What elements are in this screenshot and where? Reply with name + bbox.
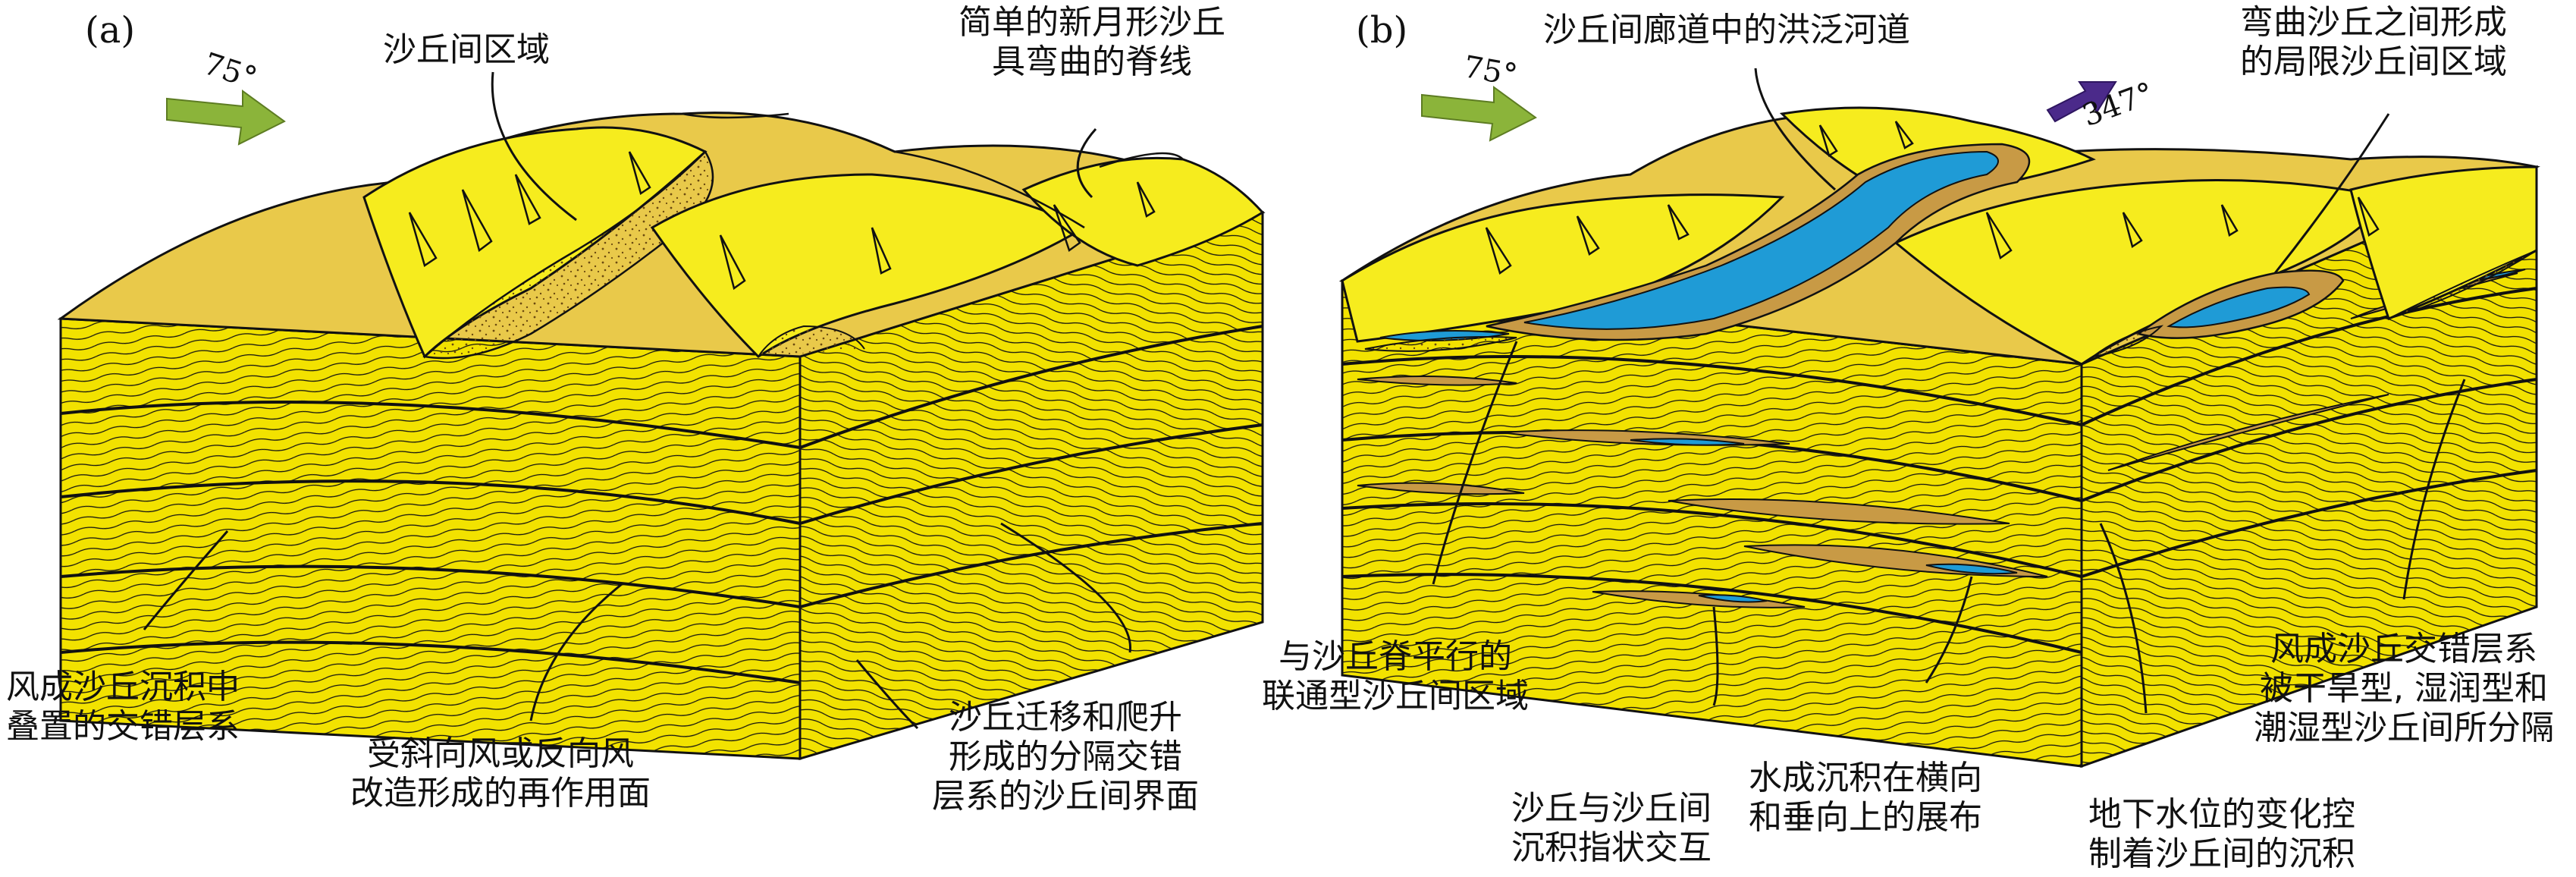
panel-a-crest-lines xyxy=(682,112,1184,229)
label-interdune-area: 沙丘间区域 xyxy=(383,30,550,69)
label-separated-cross-beds: 风成沙丘交错层系 被干旱型, 湿润型和 潮湿型沙丘间所分隔 xyxy=(2254,630,2554,747)
label-confined-interdune: 弯曲沙丘之间形成 的局限沙丘间区域 xyxy=(2240,3,2507,81)
panel-a-interdune-1 xyxy=(422,149,714,360)
label-reactivation-surface: 受斜向风或反向风 改造形成的再作用面 xyxy=(350,734,651,813)
panel-a-block xyxy=(57,90,1266,761)
label-aqueous-distribution: 水成沉积在横向 和垂向上的展布 xyxy=(1749,759,1982,837)
panel-a-slip-faces xyxy=(408,151,1156,291)
label-flood-channel: 沙丘间廊道中的洪泛河道 xyxy=(1543,11,1910,49)
panel-b-letter: (b) xyxy=(1356,9,1408,52)
label-connected-interdune: 与沙丘脊平行的 联通型沙丘间区域 xyxy=(1262,637,1529,715)
panel-b-flow-arrow xyxy=(2046,81,2117,123)
panel-a-wind-arrow xyxy=(166,90,286,146)
panel-a-dune-2 xyxy=(650,173,1087,358)
panel-a-bounding-surfaces xyxy=(60,325,1263,684)
panel-b-sand-fringes xyxy=(1364,250,2537,357)
panel-a-letter: (a) xyxy=(85,9,136,52)
label-interfingering: 沙丘与沙丘间 沉积指状交互 xyxy=(1511,789,1712,867)
panel-b-dune-1 xyxy=(1341,193,1785,343)
label-water-table: 地下水位的变化控 制着沙丘间的沉积 xyxy=(2088,795,2355,873)
panel-b-wind-arrow xyxy=(1421,86,1537,142)
label-stacked-cross-beds: 风成沙丘沉积中 叠置的交错层系 xyxy=(6,668,240,746)
label-crescent-dune: 简单的新月形沙丘 具弯曲的脊线 xyxy=(959,3,1225,81)
panel-b-slip-faces xyxy=(1485,121,2380,275)
panel-b-dune-3 xyxy=(1894,179,2391,366)
panel-b-block xyxy=(1338,81,2540,769)
panel-b-flood-channel xyxy=(1523,150,1999,330)
panel-b-leader-lines xyxy=(1432,68,2466,714)
panel-a-leader-lines xyxy=(143,71,1132,730)
label-interdune-surface: 沙丘迁移和爬升 形成的分隔交错 层系的沙丘间界面 xyxy=(932,698,1199,816)
